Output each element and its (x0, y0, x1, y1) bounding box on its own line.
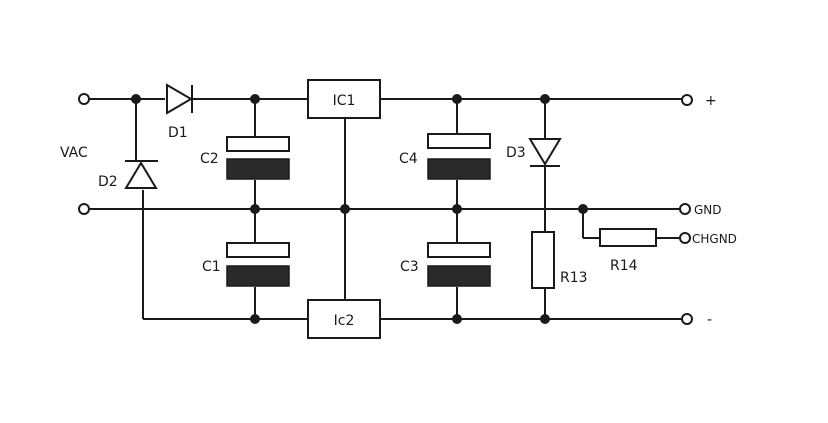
label-c4: C4 (399, 151, 418, 167)
capacitor-c4 (427, 133, 491, 180)
terminals (78, 93, 693, 325)
label-minus: - (707, 312, 712, 328)
diode-d1 (166, 83, 193, 115)
capacitor-c3 (427, 242, 491, 287)
label-ic1: IC1 (333, 93, 356, 109)
label-c1: C1 (202, 259, 221, 275)
label-c2: C2 (200, 151, 219, 167)
plus-terminal (681, 94, 693, 106)
label-r13: R13 (560, 270, 588, 286)
diode-d3 (528, 138, 562, 167)
label-vac: VAC (60, 145, 88, 161)
label-d1: D1 (168, 125, 188, 141)
label-plus: + (705, 93, 717, 109)
resistor-r14 (599, 228, 657, 247)
vac-terminal-top (78, 93, 90, 105)
minus-terminal (681, 313, 693, 325)
label-gnd: GND (694, 203, 722, 217)
capacitor-c1 (226, 242, 290, 287)
label-c3: C3 (400, 259, 419, 275)
diode-d2 (124, 160, 158, 189)
ic2-box (307, 299, 381, 339)
label-ic2: Ic2 (334, 313, 355, 329)
labels: VAC D1 D2 D3 C2 C1 C4 C3 IC1 Ic2 R13 R14… (60, 93, 737, 329)
resistor-r13 (531, 231, 555, 289)
label-d3: D3 (506, 145, 526, 161)
label-d2: D2 (98, 174, 118, 190)
label-r14: R14 (610, 258, 638, 274)
junctions (131, 94, 588, 324)
label-chgnd: CHGND (692, 232, 737, 246)
vac-terminal-bottom (78, 203, 90, 215)
capacitor-c2 (226, 136, 290, 180)
chgnd-terminal (679, 232, 691, 244)
gnd-terminal (679, 203, 691, 215)
ic1-box (307, 79, 381, 119)
